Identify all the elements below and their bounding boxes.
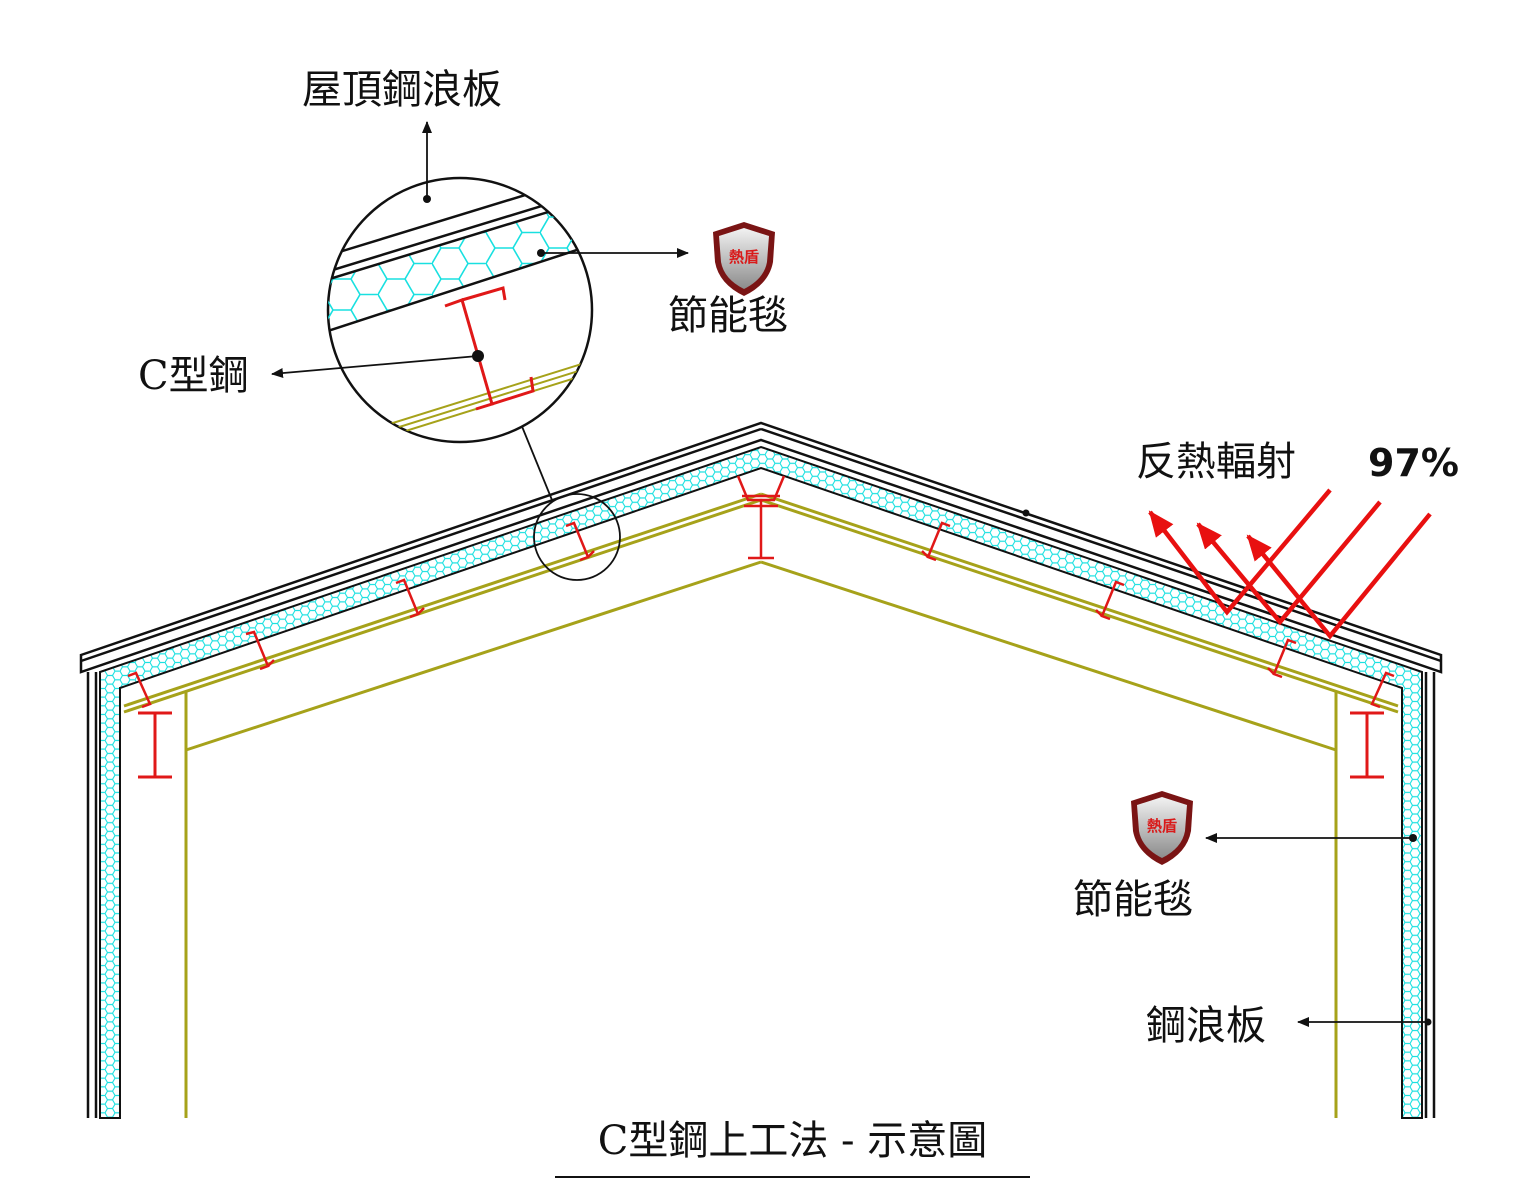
roof-steel-panel bbox=[79, 421, 1443, 674]
badge-label: 熱盾 bbox=[728, 248, 759, 266]
detail-marker bbox=[520, 423, 621, 581]
wall-steel-panel bbox=[86, 672, 1436, 1118]
ridge-steel bbox=[736, 475, 786, 560]
leader-dots bbox=[1022, 509, 1432, 1026]
structural-frame bbox=[123, 492, 1399, 1118]
label-c-steel: C型鋼 bbox=[138, 353, 249, 399]
c-steel-purlins bbox=[127, 521, 1395, 709]
energy-saving-blanket bbox=[99, 445, 1423, 1119]
label-wall-steel-panel: 鋼浪板 bbox=[1146, 1003, 1266, 1049]
label-blanket-right: 節能毯 bbox=[1073, 877, 1193, 923]
h-column-right bbox=[1350, 711, 1384, 779]
leader-lines bbox=[271, 121, 1428, 1027]
label-reflect-percent: 97% bbox=[1368, 441, 1459, 485]
magnified-detail bbox=[326, 176, 594, 444]
shield-icon: 熱盾 bbox=[709, 220, 779, 298]
label-reflect-radiation: 反熱輻射 bbox=[1136, 439, 1296, 485]
badge-label: 熱盾 bbox=[1146, 817, 1177, 835]
radiation-arrows bbox=[1148, 488, 1432, 640]
diagram-title: C型鋼上工法 - 示意圖 bbox=[555, 1108, 1030, 1178]
label-roof-steel-panel: 屋頂鋼浪板 bbox=[302, 67, 502, 113]
shield-icon: 熱盾 bbox=[1127, 789, 1197, 867]
h-column-left bbox=[138, 711, 172, 779]
label-blanket-top: 節能毯 bbox=[668, 293, 788, 339]
